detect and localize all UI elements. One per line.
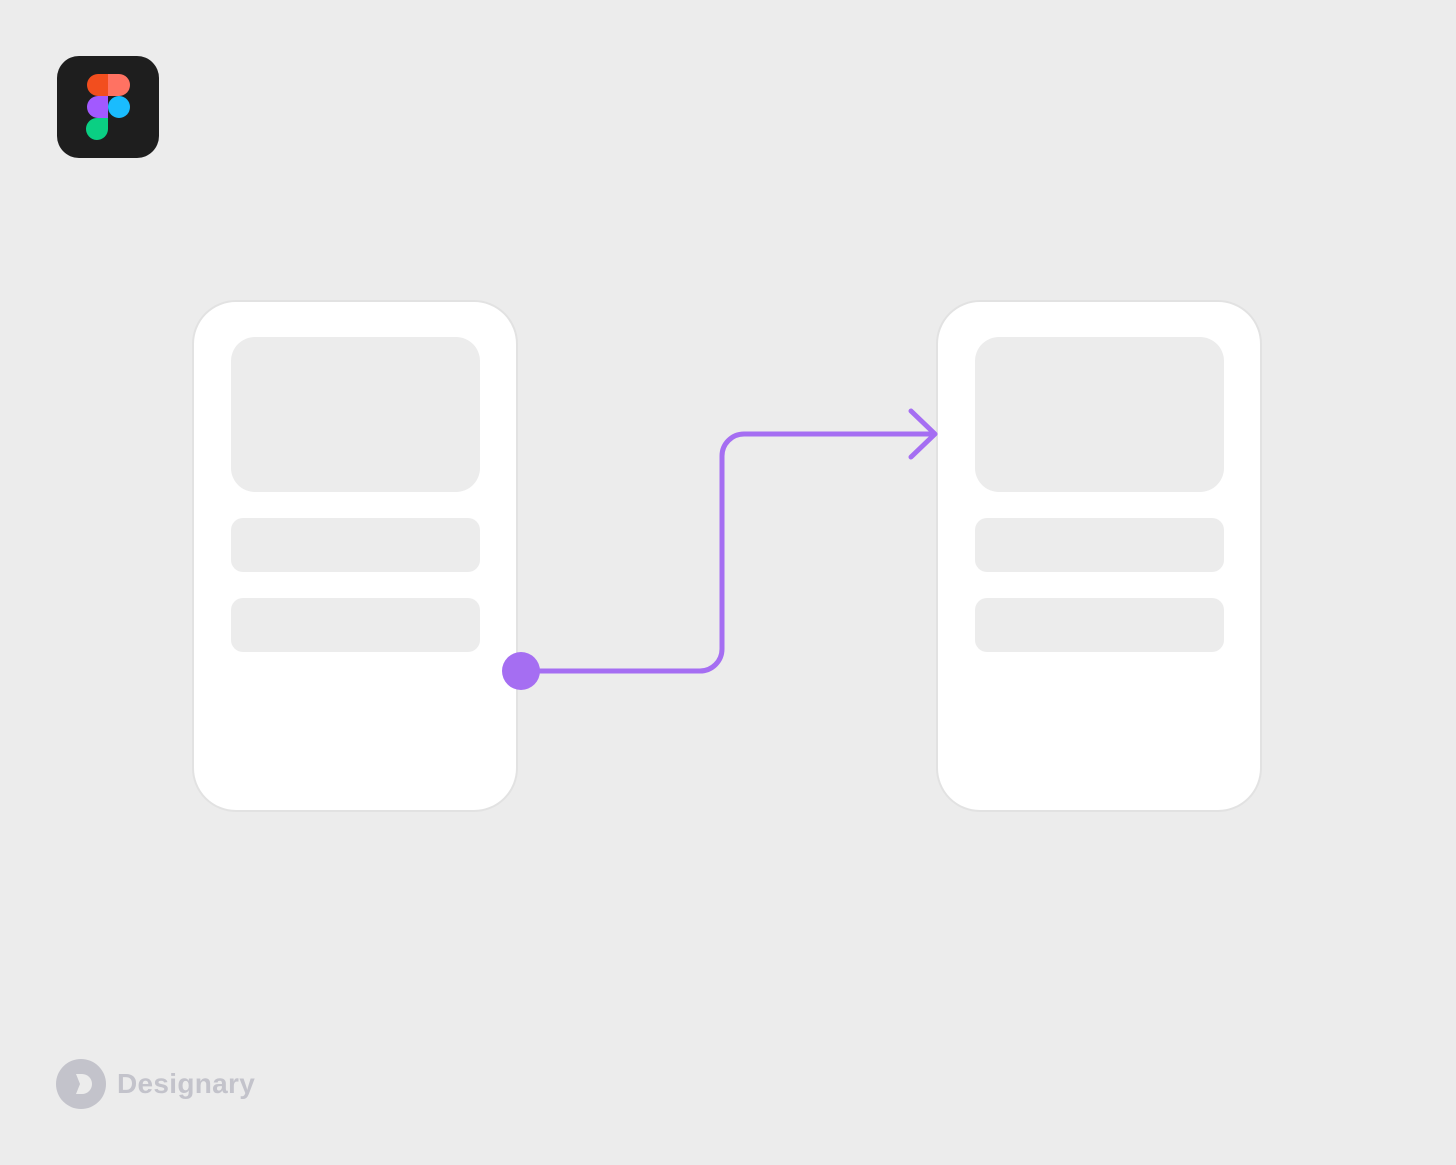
source-frame[interactable] [192, 300, 518, 812]
brand-name: Designary [117, 1068, 256, 1099]
text-placeholder [975, 518, 1224, 572]
target-frame[interactable] [936, 300, 1262, 812]
arrowhead-icon [908, 408, 938, 460]
figma-app-icon [57, 56, 159, 158]
text-placeholder [231, 518, 480, 572]
text-placeholder [231, 598, 480, 652]
image-placeholder [231, 337, 480, 492]
image-placeholder [975, 337, 1224, 492]
figma-logo-icon [86, 74, 130, 140]
connection-line[interactable] [518, 431, 937, 674]
designary-logo-icon [56, 1059, 106, 1109]
brand: Designary [56, 1059, 255, 1109]
text-placeholder [975, 598, 1224, 652]
